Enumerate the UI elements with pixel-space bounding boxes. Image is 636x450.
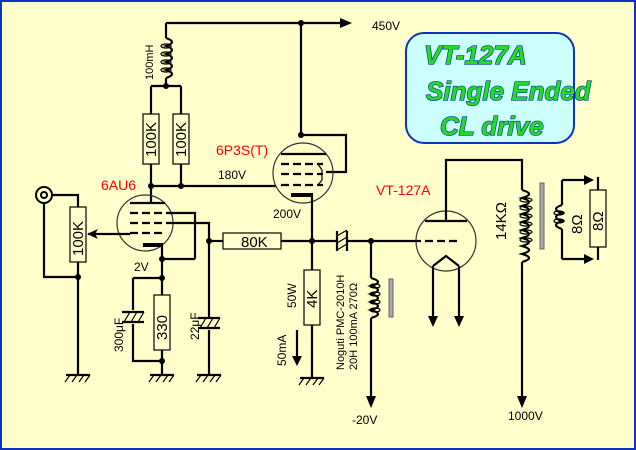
cathode-res-label: 330 [154, 315, 171, 340]
ground-icon [298, 376, 325, 386]
choke-100mh: 100mH [144, 23, 174, 89]
driver-plate-voltage: 180V [218, 168, 246, 182]
filament-arrow-icon [428, 316, 438, 327]
driver-tube-label: 6AU6 [101, 177, 136, 193]
load-res-power: 50W [285, 283, 299, 308]
title-line-1: VT-127A [424, 40, 527, 70]
driver-cathode-voltage: 2V [134, 260, 149, 274]
ground-icon [195, 373, 222, 383]
plate-supply-label: 1000V [508, 409, 543, 423]
cathode-network: 300μF 330 22μF [112, 275, 222, 383]
coupling-capacitor [335, 229, 413, 251]
b-plus-label: 450V [372, 19, 400, 33]
input-section: 100K [35, 186, 130, 383]
speaker-load-resistor [589, 189, 607, 248]
plate-res-2-label: 100K [173, 122, 190, 157]
cathode-resistor [153, 294, 171, 351]
ground-icon [148, 373, 175, 383]
choke-top-label: 100mH [144, 44, 156, 80]
wiper-arrow-icon [87, 229, 98, 239]
title-line-3: CL drive [440, 111, 544, 141]
load-current: 50mA [275, 335, 289, 366]
follower-tube: 6P3S(T) 200V [216, 23, 348, 240]
input-jack-icon[interactable] [35, 186, 53, 204]
output-tube-label: VT-127A [376, 182, 431, 198]
grid-choke-label-2: 20H 100mA 270Ω [348, 283, 360, 370]
filament-arrow-icon [454, 316, 464, 327]
screen-cap-label: 22μF [188, 312, 202, 340]
bias-arrow-icon [366, 396, 376, 408]
plate-resistors: 100K 100K 180V [142, 84, 276, 189]
grid-choke-label-1: Noguti PMC-2010H [335, 275, 347, 370]
output-transformer: 14KΩ 1000V 8Ω 8Ω [493, 175, 607, 423]
load-resistor-4k: 4K 50W 50mA [275, 241, 325, 386]
bias-supply-label: -20V [352, 413, 377, 427]
speaker-arrow-icon [584, 175, 594, 185]
current-arrow-icon [292, 356, 302, 366]
output-tube: VT-127A [376, 158, 524, 327]
opt-primary-label: 14KΩ [493, 202, 510, 240]
load-res-label: 4K [304, 290, 321, 308]
follower-cathode-voltage: 200V [273, 207, 301, 221]
volume-pot-label: 100K [70, 221, 87, 256]
grid-resistor-80k: 80K [209, 232, 337, 251]
opt-secondary-label: 8Ω [569, 214, 586, 234]
grid-choke: -20V Noguti PMC-2010H 20H 100mA 270Ω [335, 241, 394, 427]
speaker-arrow-icon [584, 254, 594, 264]
grid-res-label: 80K [241, 234, 268, 251]
cathode-cap-label: 300μF [112, 318, 126, 352]
plate-supply-arrow-icon [517, 396, 527, 408]
title-line-2: Single Ended [426, 76, 592, 106]
title-box: VT-127A Single Ended CL drive [405, 32, 592, 144]
ground-icon [64, 373, 91, 383]
speaker-load-label: 8Ω [590, 211, 607, 231]
follower-tube-label: 6P3S(T) [216, 142, 268, 158]
b-plus-arrow-icon [340, 18, 352, 28]
b-plus-rail: 450V [166, 18, 400, 33]
plate-res-1-label: 100K [143, 122, 160, 157]
